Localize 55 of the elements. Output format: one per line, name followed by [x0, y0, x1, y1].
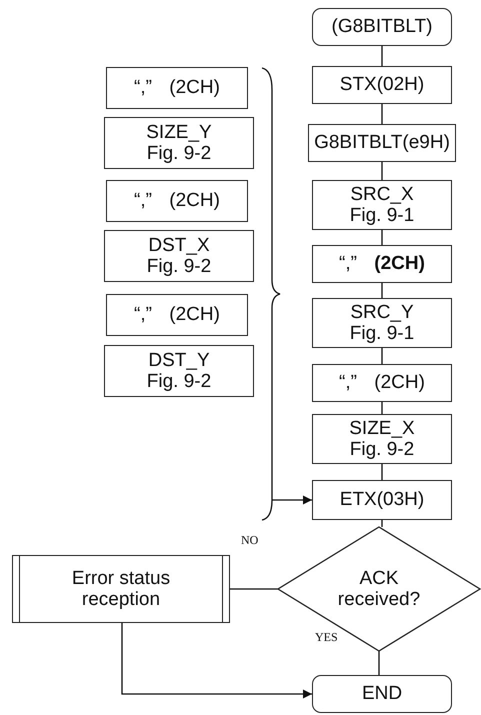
connector-line	[381, 348, 383, 364]
node-text: SIZE_Y	[146, 122, 212, 143]
node-text: Fig. 9-1	[350, 323, 414, 344]
node-text: DST_Y	[148, 350, 210, 371]
process-box	[308, 124, 456, 162]
subroutine-box	[12, 555, 230, 623]
node-text: SRC_Y	[350, 302, 414, 323]
process-box	[106, 180, 248, 222]
node-text: Fig. 9-2	[146, 256, 212, 278]
connector-line	[381, 283, 383, 298]
connector-line	[381, 104, 383, 124]
process-box	[312, 245, 452, 283]
terminal-box	[312, 8, 452, 46]
node-text: ETX(03H)	[340, 489, 424, 511]
connector-line	[381, 402, 383, 414]
connector-line	[381, 230, 383, 245]
node-text: G8BITBLT(e9H)	[314, 132, 450, 154]
node-text: “,” (2CH)	[339, 253, 425, 275]
node-text: “,” (2CH)	[134, 190, 220, 212]
node-text: STX(02H)	[340, 74, 424, 96]
process-box	[104, 117, 254, 169]
arrow	[121, 623, 312, 699]
process-box	[106, 67, 248, 109]
process-box	[104, 345, 254, 397]
node-text: “,” (2CH)	[339, 372, 425, 394]
node-text: Fig. 9-2	[146, 143, 212, 164]
connector-line	[378, 651, 380, 675]
connector-line	[381, 46, 383, 66]
process-box	[104, 230, 254, 282]
node-text: SIZE_X	[349, 418, 415, 439]
node-text: ACK	[359, 568, 399, 589]
arrow	[272, 495, 312, 505]
node-text: “,” (2CH)	[134, 304, 220, 326]
terminal-box	[312, 675, 452, 713]
node-text: END	[362, 683, 402, 705]
connector-line	[230, 588, 278, 590]
process-box	[312, 298, 452, 348]
process-box	[312, 414, 452, 464]
process-box	[312, 480, 452, 520]
node-text: received?	[338, 589, 420, 610]
connector-line	[381, 464, 383, 480]
connector-line	[381, 162, 383, 180]
process-box	[312, 66, 452, 104]
node-text: SRC_X	[350, 184, 414, 205]
node-text: “,” (2CH)	[134, 77, 220, 99]
process-box	[106, 294, 248, 336]
process-box	[312, 364, 452, 402]
node-text: DST_X	[148, 234, 210, 256]
node-text: Fig. 9-2	[350, 439, 414, 460]
node-text: Fig. 9-1	[350, 205, 414, 226]
node-text: (G8BITBLT)	[332, 16, 432, 38]
node-text: Error status reception	[70, 568, 172, 610]
node-text: Fig. 9-2	[146, 371, 212, 392]
decision-diamond	[278, 527, 480, 651]
process-box	[312, 180, 452, 230]
